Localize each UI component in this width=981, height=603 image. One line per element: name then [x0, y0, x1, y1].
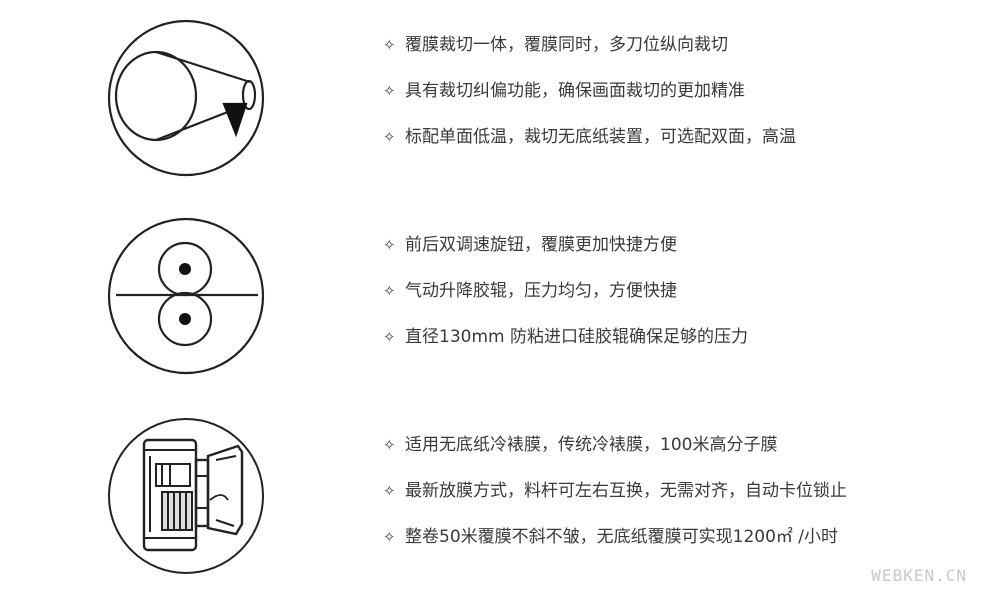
feature-item: ✧最新放膜方式，料杆可左右互换，无需对齐，自动卡位锁止 — [383, 468, 847, 514]
diamond-star-icon: ✧ — [383, 282, 396, 300]
diamond-star-icon: ✧ — [383, 236, 396, 254]
feature-list-1: ✧覆膜裁切一体，覆膜同时，多刀位纵向裁切 ✧具有裁切纠偏功能，确保画面裁切的更加… — [383, 22, 796, 160]
feature-item: ✧直径130mm 防粘进口硅胶辊确保足够的压力 — [383, 314, 748, 360]
feature-list-3: ✧适用无底纸冷裱膜，传统冷裱膜，100米高分子膜 ✧最新放膜方式，料杆可左右互换… — [383, 422, 847, 560]
diamond-star-icon: ✧ — [383, 482, 396, 500]
feature-item: ✧具有裁切纠偏功能，确保画面裁切的更加精准 — [383, 68, 796, 114]
film-loading-mechanism-icon — [106, 416, 266, 576]
feature-item: ✧前后双调速旋钮，覆膜更加快捷方便 — [383, 222, 748, 268]
diamond-star-icon: ✧ — [383, 128, 396, 146]
feature-item: ✧标配单面低温，裁切无底纸装置，可选配双面，高温 — [383, 114, 796, 160]
diamond-star-icon: ✧ — [383, 36, 396, 54]
feature-item: ✧覆膜裁切一体，覆膜同时，多刀位纵向裁切 — [383, 22, 796, 68]
feature-item: ✧气动升降胶辊，压力均匀，方便快捷 — [383, 268, 748, 314]
film-roll-cutter-icon — [106, 18, 266, 178]
diamond-star-icon: ✧ — [383, 528, 396, 546]
watermark: WEBKEN.CN — [871, 566, 967, 585]
feature-list-2: ✧前后双调速旋钮，覆膜更加快捷方便 ✧气动升降胶辊，压力均匀，方便快捷 ✧直径1… — [383, 222, 748, 360]
pressure-rollers-icon — [106, 216, 266, 376]
diamond-star-icon: ✧ — [383, 436, 396, 454]
feature-item: ✧整卷50米覆膜不斜不皱，无底纸覆膜可实现1200㎡ /小时 — [383, 514, 847, 560]
diamond-star-icon: ✧ — [383, 328, 396, 346]
feature-item: ✧适用无底纸冷裱膜，传统冷裱膜，100米高分子膜 — [383, 422, 847, 468]
diamond-star-icon: ✧ — [383, 82, 396, 100]
